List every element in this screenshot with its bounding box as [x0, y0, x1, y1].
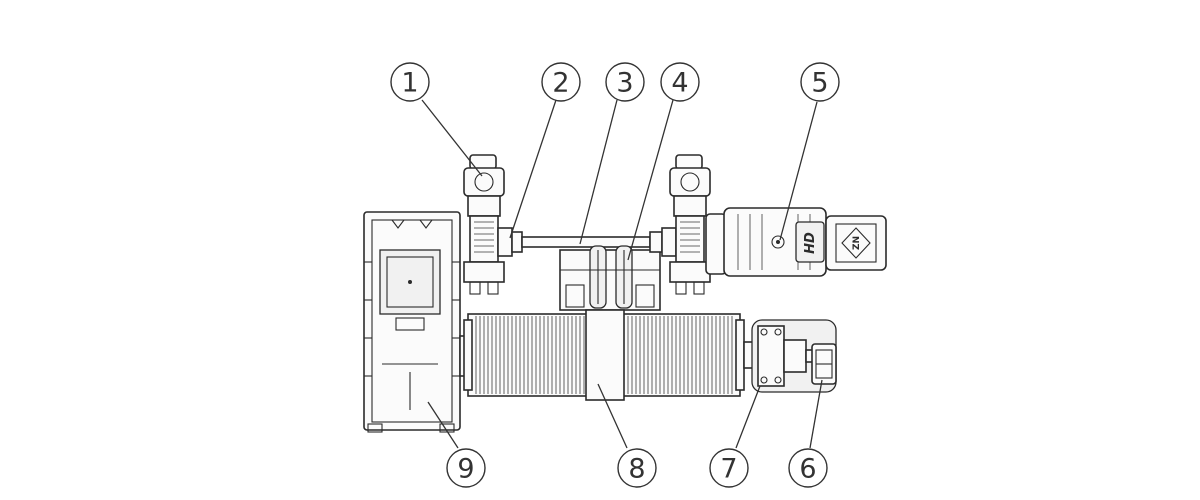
motor: HD ZN: [705, 207, 887, 277]
svg-text:1: 1: [401, 68, 418, 99]
logo-marking: ZN: [852, 236, 862, 250]
right-clamp-assembly: [649, 154, 711, 295]
drive-shaft: [521, 236, 651, 248]
cable-drum: [463, 309, 757, 401]
svg-text:3: 3: [616, 68, 633, 99]
callout-3: 3: [605, 62, 645, 102]
callout-8: 8: [617, 448, 657, 488]
callout-2: 2: [541, 62, 581, 102]
callout-4: 4: [660, 62, 700, 102]
svg-text:7: 7: [720, 454, 737, 485]
svg-text:9: 9: [457, 454, 474, 485]
bearing-block: [751, 319, 837, 393]
motor-marking: HD: [803, 232, 818, 254]
left-clamp-assembly: [463, 154, 523, 295]
svg-text:6: 6: [799, 454, 816, 485]
leader-lines: [421, 99, 823, 449]
svg-text:5: 5: [811, 68, 828, 99]
callout-9: 9: [446, 448, 486, 488]
callout-1: 1: [390, 62, 430, 102]
sheave-block: [559, 245, 661, 311]
callout-7: 7: [709, 448, 749, 488]
callout-6: 6: [788, 448, 828, 488]
callout-5: 5: [800, 62, 840, 102]
svg-text:8: 8: [628, 454, 645, 485]
svg-text:2: 2: [552, 68, 569, 99]
limit-switch: [805, 343, 837, 385]
gearbox: [363, 211, 469, 433]
svg-text:4: 4: [671, 68, 688, 99]
